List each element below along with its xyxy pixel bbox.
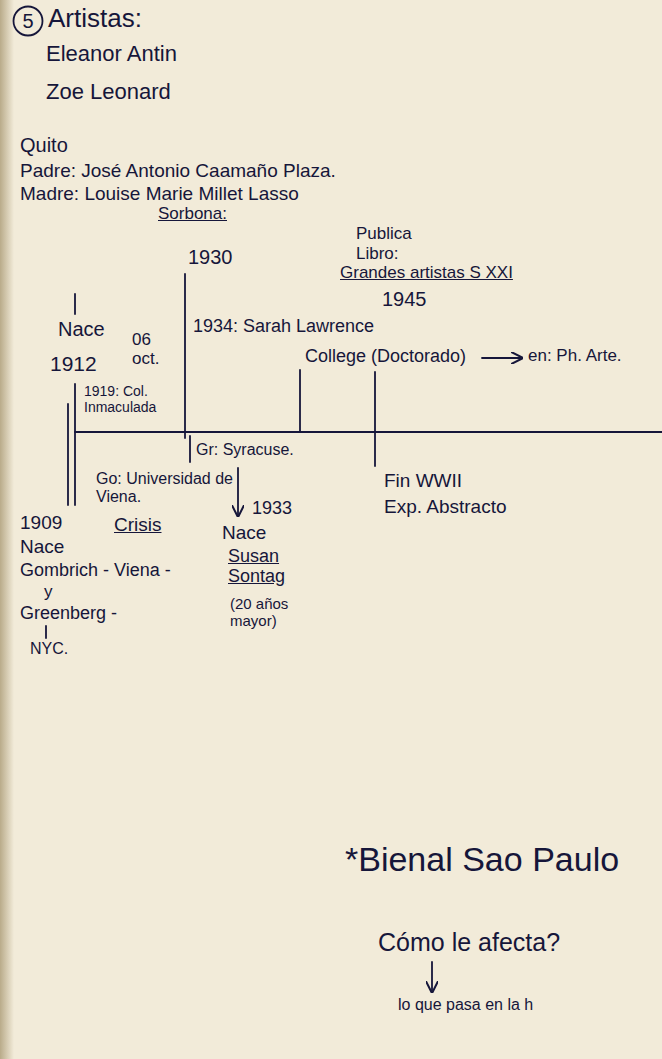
- handwritten-note: Libro:: [356, 244, 399, 263]
- handwritten-note: y: [44, 582, 53, 601]
- node-text: 5: [12, 5, 44, 31]
- handwritten-note: 1912: [50, 352, 97, 376]
- leader-line: [45, 626, 47, 638]
- handwritten-note: Nace: [222, 522, 266, 543]
- handwritten-note: 1945: [382, 288, 427, 310]
- handwritten-note: Zoe Leonard: [46, 80, 171, 105]
- timeline-tick: [374, 372, 376, 466]
- handwritten-note: Grandes artistas S XXI: [340, 263, 513, 282]
- handwritten-note: Eleanor Antin: [46, 42, 177, 67]
- handwritten-note: Quito: [20, 134, 68, 156]
- handwritten-note: 1919: Col. Inmaculada: [84, 384, 176, 415]
- handwritten-note: Sorbona:: [158, 204, 227, 223]
- timeline-axis: [75, 431, 662, 433]
- handwritten-note: Nace: [20, 536, 64, 557]
- handwritten-note: 1934: Sarah Lawrence: [193, 316, 374, 336]
- circled-number: 5: [12, 5, 44, 37]
- handwritten-note: Madre: Louise Marie Millet Lasso: [20, 183, 299, 204]
- timeline-tick: [74, 384, 76, 505]
- handwritten-note: Greenberg -: [20, 603, 117, 623]
- page-binding: [0, 0, 14, 1059]
- handwritten-note: Gombrich - Viena -: [20, 560, 171, 580]
- arrow: [237, 468, 239, 516]
- handwritten-note: Nace: [58, 318, 105, 340]
- handwritten-note: Susan Sontag: [228, 546, 300, 586]
- handwritten-note: Artistas:: [48, 4, 142, 33]
- timeline-tick: [299, 370, 301, 432]
- handwritten-note: 1909: [20, 512, 62, 533]
- handwritten-note: 1930: [188, 246, 233, 268]
- handwritten-note: lo que pasa en la h: [398, 996, 533, 1014]
- handwritten-note: Crisis: [114, 514, 162, 535]
- handwritten-note: *Bienal Sao Paulo: [345, 840, 619, 878]
- timeline-tick: [67, 404, 69, 505]
- handwritten-note: Padre: José Antonio Caamaño Plaza.: [20, 160, 336, 181]
- handwritten-note: Gr: Syracuse.: [196, 441, 294, 459]
- handwritten-note: en: Ph. Arte.: [528, 346, 622, 365]
- handwritten-note: (20 años mayor): [230, 596, 312, 630]
- timeline-tick: [74, 294, 76, 314]
- handwritten-note: Fin WWII: [384, 470, 462, 491]
- timeline-tick: [189, 436, 191, 462]
- handwritten-note: NYC.: [30, 640, 68, 658]
- handwritten-note: College (Doctorado): [305, 346, 466, 366]
- handwritten-note: 06 oct.: [132, 330, 178, 368]
- handwritten-note: 1933: [252, 498, 292, 518]
- timeline-tick: [184, 274, 186, 438]
- arrow: [482, 357, 522, 359]
- handwritten-note: Go: Universidad de Viena.: [96, 470, 234, 506]
- handwritten-note: Publica: [356, 224, 412, 243]
- handwritten-note: Cómo le afecta?: [378, 928, 560, 956]
- arrow: [431, 962, 433, 992]
- handwritten-note: Exp. Abstracto: [384, 496, 507, 517]
